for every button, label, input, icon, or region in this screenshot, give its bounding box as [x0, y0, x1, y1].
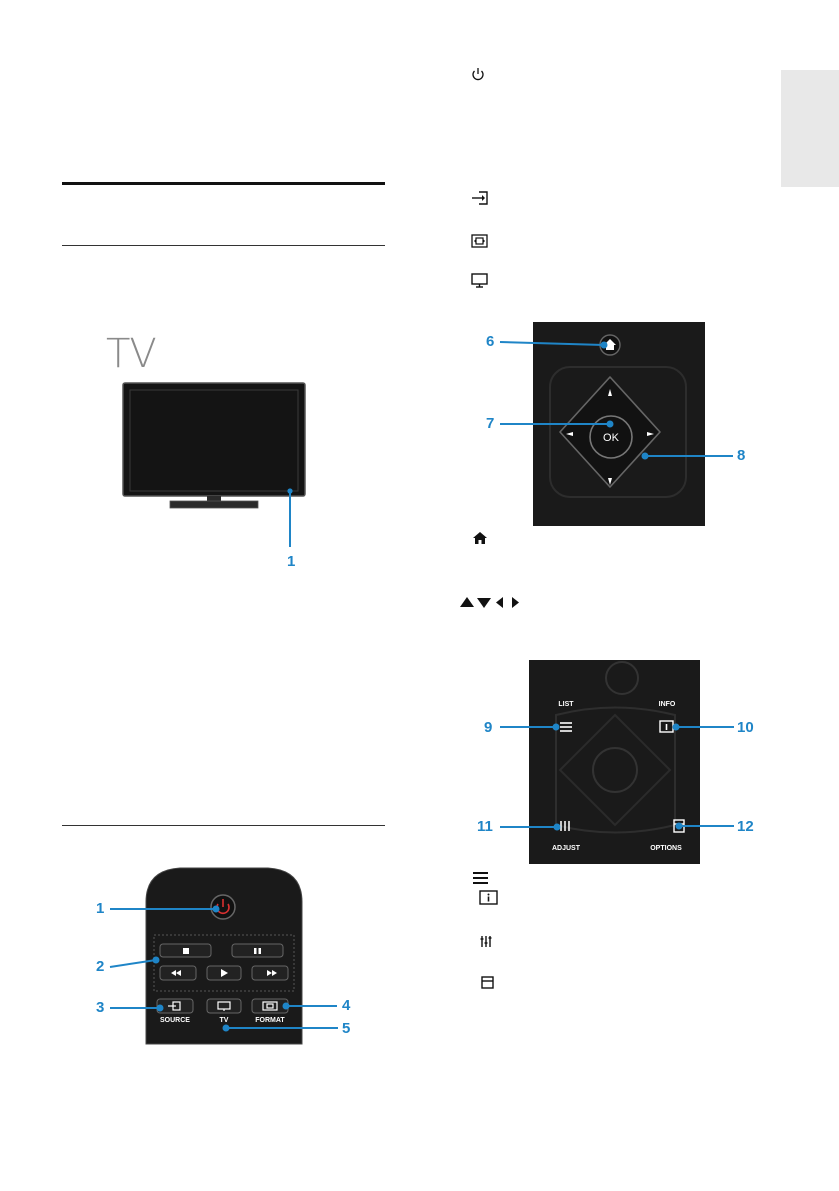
callout-remote-12: 12 [737, 818, 754, 835]
home-icon [473, 532, 487, 544]
adjust-icon [480, 936, 492, 947]
callout-remote-2: 2 [96, 958, 105, 975]
section-rule-1 [62, 245, 385, 246]
callout-remote-7: 7 [486, 415, 495, 432]
remote-bottom-illustration: LIST INFO ADJUST OPTIONS [500, 660, 734, 864]
power-icon [472, 68, 484, 81]
remote-options-label: OPTIONS [650, 845, 682, 852]
info-icon [479, 890, 498, 905]
remote-tv-label: TV [220, 1017, 229, 1024]
arrows-icon [460, 597, 519, 608]
tv-illustration [122, 382, 306, 547]
remote-top-illustration: SOURCE TV FORMAT [109, 867, 338, 1045]
callout-remote-4: 4 [342, 997, 351, 1014]
list-icon [473, 872, 488, 884]
remote-nav-illustration: OK [499, 322, 733, 526]
format-icon [471, 234, 488, 248]
callout-remote-5: 5 [342, 1020, 351, 1037]
callout-remote-9: 9 [484, 719, 493, 736]
options-icon [481, 976, 494, 989]
callout-remote-1: 1 [96, 900, 105, 917]
callout-tv-1: 1 [287, 553, 296, 570]
tv-icon [471, 273, 488, 288]
remote-adjust-label: ADJUST [552, 845, 581, 852]
remote-stop-icon [183, 948, 189, 954]
section-rule-2 [62, 825, 385, 826]
source-icon [472, 191, 488, 205]
remote-format-label: FORMAT [255, 1017, 285, 1024]
callout-remote-11: 11 [477, 818, 493, 835]
tv-figure-title: TV [106, 331, 157, 377]
callout-remote-3: 3 [96, 999, 105, 1016]
section-rule-thick [62, 182, 385, 185]
side-tab [781, 70, 839, 187]
ok-label: OK [603, 432, 620, 444]
callout-remote-8: 8 [737, 447, 746, 464]
remote-info-label: INFO [659, 701, 676, 708]
callout-remote-10: 10 [737, 719, 754, 736]
remote-list-label: LIST [558, 701, 574, 708]
callout-remote-6: 6 [486, 333, 495, 350]
remote-source-label: SOURCE [160, 1017, 190, 1024]
